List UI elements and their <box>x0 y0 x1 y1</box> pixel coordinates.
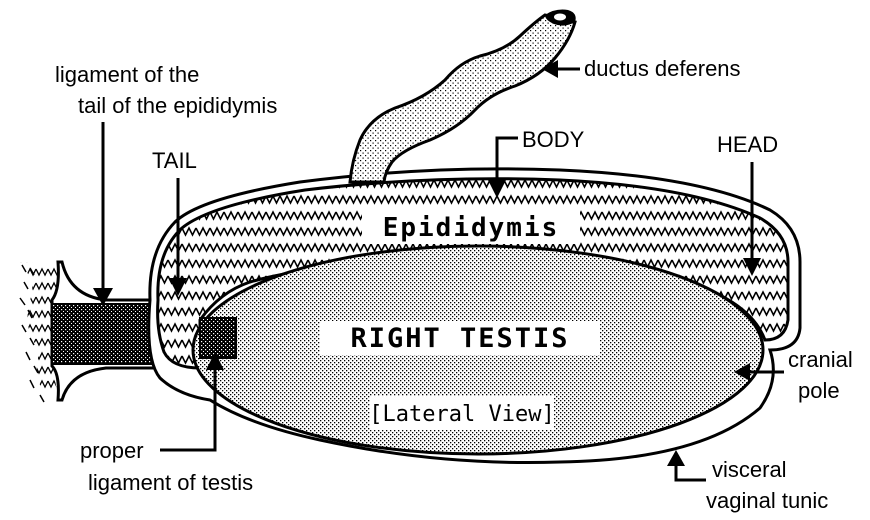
cranial-pole-label-line2: pole <box>798 378 840 403</box>
ligament-tail-label-line1: ligament of the <box>55 62 199 87</box>
ligament-tail-label-line2: tail of the epididymis <box>78 93 277 118</box>
proper-ligament-label-line1: proper <box>80 438 144 463</box>
proper-ligament-label-line2: ligament of testis <box>88 470 253 495</box>
cranial-pole-label-line1: cranial <box>788 347 853 372</box>
tail-label: TAIL <box>152 148 197 173</box>
epididymis-label: Epididymis <box>383 213 560 243</box>
epididymis-label-box: Epididymis <box>362 210 580 244</box>
lateral-view-label-box: [Lateral View] <box>369 396 554 430</box>
body-label: BODY <box>522 127 585 152</box>
arrow-visceral <box>667 450 685 466</box>
right-testis-label-box: RIGHT TESTIS <box>320 321 600 355</box>
right-testis-label: RIGHT TESTIS <box>350 323 569 354</box>
ductus-deferens-label: ductus deferens <box>584 56 741 81</box>
ductus-deferens <box>350 10 576 182</box>
proper-ligament-of-testis <box>200 318 236 358</box>
head-label: HEAD <box>717 132 778 157</box>
lateral-view-label: [Lateral View] <box>369 402 554 427</box>
visceral-vaginal-tunic-label-line1: visceral <box>712 457 787 482</box>
visceral-vaginal-tunic-label-line2: vaginal tunic <box>706 488 828 513</box>
